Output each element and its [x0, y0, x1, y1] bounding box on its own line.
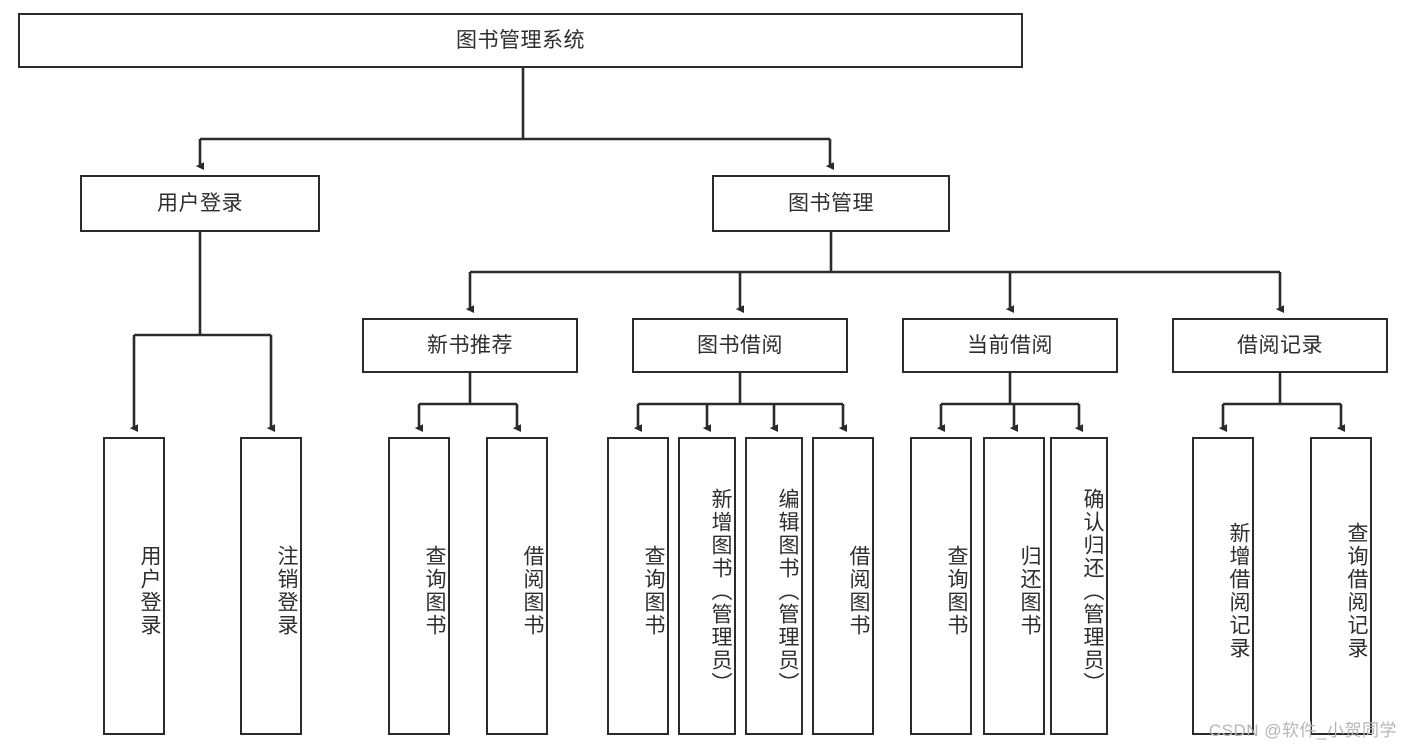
leaf-query-borrow-record-label: 查询借阅记录 [1345, 522, 1368, 660]
leaf-query-book-current-label: 查询图书 [945, 545, 968, 637]
leaf-add-borrow-record[interactable]: 新增借阅记录 [1192, 437, 1254, 735]
node-book-management-label: 图书管理 [788, 191, 874, 215]
node-borrow-record-label: 借阅记录 [1237, 333, 1323, 357]
node-new-book-recommend-label: 新书推荐 [427, 333, 513, 357]
node-book-borrow[interactable]: 图书借阅 [632, 318, 848, 373]
leaf-logout-label: 注销登录 [275, 545, 298, 637]
node-root-label: 图书管理系统 [456, 28, 585, 52]
watermark: CSDN @软件_小贺同学 [1208, 721, 1397, 740]
node-book-management[interactable]: 图书管理 [712, 175, 950, 232]
leaf-query-book-borrow[interactable]: 查询图书 [607, 437, 669, 735]
leaf-add-book-admin[interactable]: 新增图书（管理员） [678, 437, 736, 735]
leaf-confirm-return-admin[interactable]: 确认归还（管理员） [1050, 437, 1108, 735]
node-borrow-record[interactable]: 借阅记录 [1172, 318, 1388, 373]
node-book-borrow-label: 图书借阅 [697, 333, 783, 357]
leaf-lend-book-label: 借阅图书 [847, 545, 870, 637]
leaf-add-borrow-record-label: 新增借阅记录 [1227, 522, 1250, 660]
leaf-query-borrow-record[interactable]: 查询借阅记录 [1310, 437, 1372, 735]
leaf-query-book-borrow-label: 查询图书 [642, 545, 665, 637]
leaf-lend-book[interactable]: 借阅图书 [812, 437, 874, 735]
leaf-user-login-label: 用户登录 [138, 545, 161, 637]
node-user-login[interactable]: 用户登录 [80, 175, 320, 232]
node-current-borrow-label: 当前借阅 [967, 333, 1053, 357]
node-current-borrow[interactable]: 当前借阅 [902, 318, 1118, 373]
leaf-logout[interactable]: 注销登录 [240, 437, 302, 735]
leaf-edit-book-admin-label: 编辑图书（管理员） [776, 487, 799, 695]
leaf-edit-book-admin[interactable]: 编辑图书（管理员） [745, 437, 803, 735]
leaf-user-login[interactable]: 用户登录 [103, 437, 165, 735]
leaf-query-book-recommend[interactable]: 查询图书 [388, 437, 450, 735]
leaf-borrow-book-recommend[interactable]: 借阅图书 [486, 437, 548, 735]
leaf-add-book-admin-label: 新增图书（管理员） [709, 487, 732, 695]
node-root[interactable]: 图书管理系统 [18, 13, 1023, 68]
leaf-return-book[interactable]: 归还图书 [983, 437, 1045, 735]
leaf-return-book-label: 归还图书 [1018, 545, 1041, 637]
leaf-borrow-book-recommend-label: 借阅图书 [521, 545, 544, 637]
leaf-query-book-recommend-label: 查询图书 [423, 545, 446, 637]
node-user-login-label: 用户登录 [157, 191, 243, 215]
leaf-query-book-current[interactable]: 查询图书 [910, 437, 972, 735]
node-new-book-recommend[interactable]: 新书推荐 [362, 318, 578, 373]
leaf-confirm-return-admin-label: 确认归还（管理员） [1081, 487, 1104, 695]
